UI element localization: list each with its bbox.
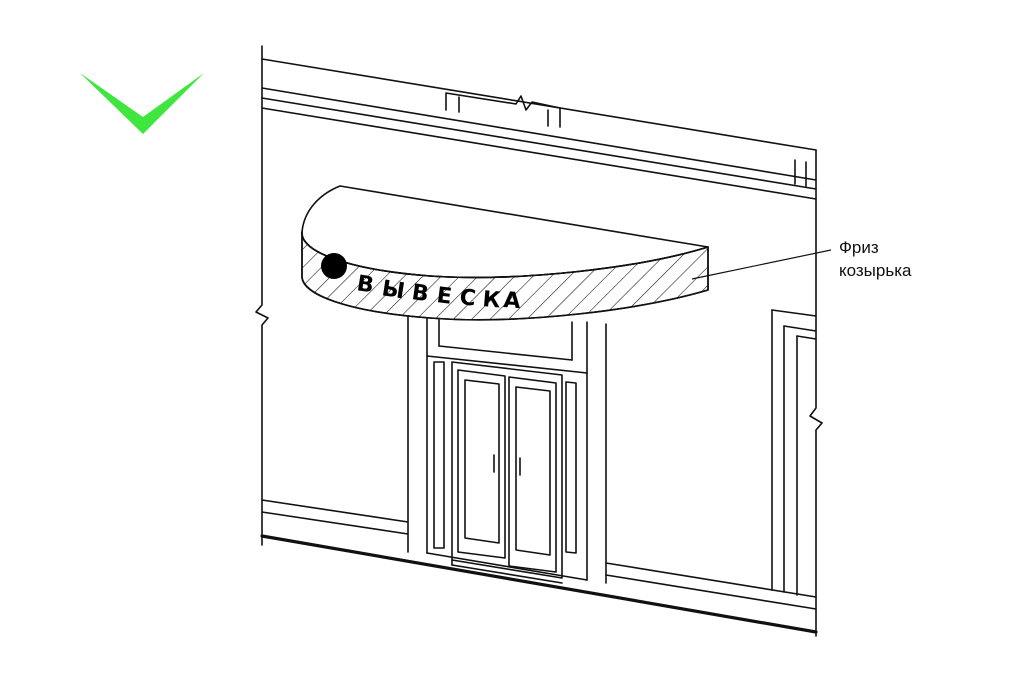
sign-text: В Ы В Е С К А bbox=[355, 271, 521, 314]
sign-letter: Ы bbox=[380, 276, 406, 304]
frieze-callout: Фриз козырька bbox=[839, 236, 911, 282]
sign-letter: К bbox=[481, 287, 501, 313]
sign-letter: С bbox=[458, 285, 477, 312]
callout-leader bbox=[691, 249, 832, 280]
callout-line-2: козырька bbox=[839, 261, 912, 280]
sign-letter: В bbox=[410, 280, 430, 307]
sign-letter: Е bbox=[435, 283, 453, 310]
sign-letter: А bbox=[503, 288, 522, 314]
building-facade bbox=[255, 45, 823, 637]
checkmark-icon bbox=[80, 73, 204, 134]
round-logo-dot bbox=[321, 253, 347, 279]
canopy bbox=[301, 185, 709, 321]
callout-line-1: Фриз bbox=[839, 238, 879, 257]
sign-letter: В bbox=[355, 271, 375, 298]
